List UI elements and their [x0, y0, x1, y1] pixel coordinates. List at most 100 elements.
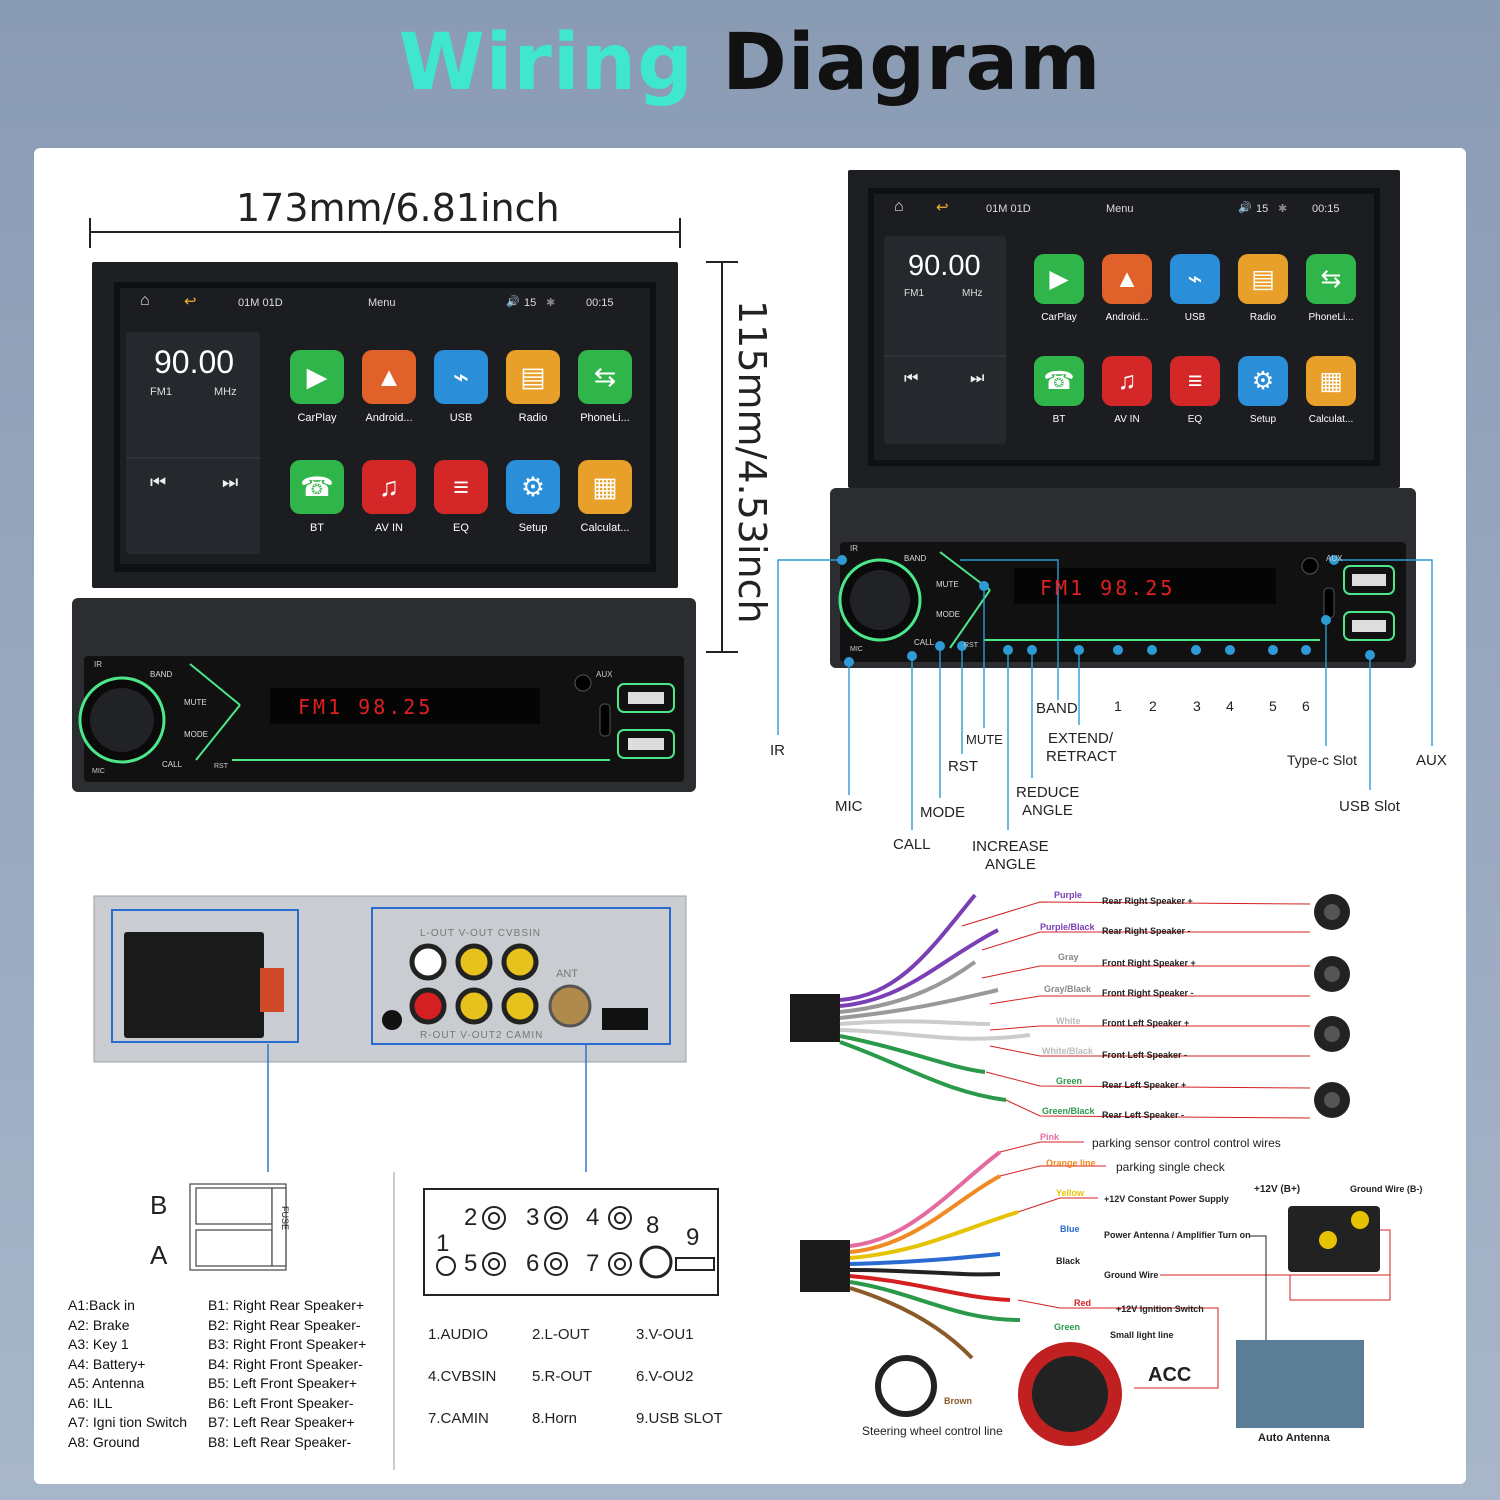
right-menu[interactable]: Menu	[1106, 203, 1134, 215]
right-mode-button[interactable]: MODE	[936, 610, 960, 619]
setup-icon: ⚙	[506, 460, 560, 514]
title-part2: Diagram	[722, 18, 1102, 108]
page-title: Wiring Diagram	[0, 18, 1500, 108]
app-label: EQ	[1187, 414, 1203, 425]
eq-icon: ≡	[434, 460, 488, 514]
right-clock: 00:15	[1312, 203, 1340, 215]
left-band-button[interactable]: BAND	[150, 670, 173, 679]
callout-preset-5: 5	[1269, 698, 1277, 714]
prev-icon[interactable]: ⏮	[904, 370, 919, 387]
app-usb-button[interactable]: ⌁USB	[1170, 254, 1220, 323]
app-av-in-button[interactable]: ♫AV IN	[362, 460, 416, 534]
app-phonelink-button[interactable]: ⇆PhoneLi...	[1306, 254, 1356, 323]
carplay-icon: ▶	[1034, 254, 1084, 304]
rear-top-labels: L-OUT V-OUT CVBSIN	[420, 928, 541, 939]
speaker-wire-color: Green/Black	[1042, 1106, 1095, 1116]
home-icon[interactable]: ⌂	[140, 292, 150, 309]
pin-a-item: A5: Antenna	[68, 1375, 145, 1391]
callout-aux: AUX	[1416, 752, 1447, 769]
callout-rst: RST	[948, 758, 978, 775]
app-setup-button[interactable]: ⚙Setup	[1238, 356, 1288, 425]
left-status-bar: ⌂ ↩ 01M 01D Menu 🔊 15 ✱ 00:15	[140, 292, 650, 312]
speaker-wire-color: Gray/Black	[1044, 984, 1092, 994]
app-android-button[interactable]: ▲Android...	[1102, 254, 1152, 323]
power-wire-color: Green	[1054, 1322, 1081, 1332]
pin-a-item: A3: Key 1	[68, 1336, 129, 1352]
right-call-button[interactable]: CALL	[914, 638, 935, 647]
app-label: CarPlay	[1041, 312, 1077, 323]
app-radio-button[interactable]: ▤Radio	[506, 350, 560, 424]
callout-usb: USB Slot	[1339, 798, 1400, 815]
app-setup-button[interactable]: ⚙Setup	[506, 460, 560, 534]
power-wire-desc: Small light line	[1110, 1330, 1174, 1340]
port-number-4: 4	[586, 1204, 600, 1231]
left-mode-button[interactable]: MODE	[184, 730, 208, 739]
left-volume: 15	[524, 297, 537, 309]
app-label: BT	[309, 522, 325, 534]
rear-panel	[93, 895, 687, 1172]
bt-icon: ☎	[290, 460, 344, 514]
back-icon[interactable]: ↩	[936, 199, 949, 216]
port-list-item: 1.AUDIO	[428, 1326, 489, 1343]
app-carplay-button[interactable]: ▶ CarPlay	[1034, 254, 1084, 323]
right-band-button[interactable]: BAND	[904, 554, 927, 563]
port-number-2: 2	[464, 1204, 478, 1231]
app-phonelink-button[interactable]: ⇆PhoneLi...	[578, 350, 632, 424]
app-calculator-button[interactable]: ▦Calculat...	[1306, 356, 1356, 425]
usb-icon: ⌁	[1170, 254, 1220, 304]
callout-ir: IR	[770, 742, 785, 759]
app-label: Setup	[1249, 414, 1277, 425]
power-wire-desc: +12V Constant Power Supply	[1104, 1194, 1229, 1204]
power-wire-color: Pink	[1040, 1132, 1060, 1142]
speaker-wire-color: White/Black	[1042, 1046, 1094, 1056]
speaker-wire-desc: Rear Left Speaker -	[1102, 1110, 1185, 1120]
app-radio-button[interactable]: ▤Radio	[1238, 254, 1288, 323]
callout-preset-3: 3	[1193, 698, 1201, 714]
rear-ant-label: ANT	[556, 968, 578, 980]
pin-a-item: A7: Igni tion Switch	[68, 1414, 188, 1430]
app-calculator-button[interactable]: ▦Calculat...	[578, 460, 632, 534]
prev-icon[interactable]: ⏮	[150, 472, 167, 492]
app-eq-button[interactable]: ≡EQ	[434, 460, 488, 534]
battery-plus-label: +12V (B+)	[1254, 1184, 1301, 1195]
app-label: AV IN	[375, 522, 403, 534]
back-icon[interactable]: ↩	[184, 293, 197, 310]
speaker-wire-desc: Front Left Speaker -	[1102, 1050, 1188, 1060]
left-menu[interactable]: Menu	[368, 297, 396, 309]
callout-extend-2: RETRACT	[1046, 748, 1117, 765]
right-volume: 15	[1256, 203, 1269, 215]
left-aux-label: AUX	[596, 670, 613, 679]
home-icon[interactable]: ⌂	[894, 198, 904, 215]
app-bt-button[interactable]: ☎BT	[1034, 356, 1084, 425]
app-label: Radio	[518, 412, 548, 424]
app-android-button[interactable]: ▲Android...	[362, 350, 416, 424]
pin-a-item: A1:Back in	[68, 1297, 135, 1313]
app-bt-button[interactable]: ☎ BT	[290, 460, 344, 534]
pin-a-item: A2: Brake	[68, 1316, 130, 1333]
left-call-button[interactable]: CALL	[162, 760, 183, 769]
left-rst-button[interactable]: RST	[214, 763, 228, 770]
next-icon[interactable]: ⏭	[970, 370, 985, 387]
app-carplay-button[interactable]: ▶CarPlay	[290, 350, 344, 424]
app-av-in-button[interactable]: ♫AV IN	[1102, 356, 1152, 425]
next-icon[interactable]: ⏭	[222, 472, 239, 492]
speaker-wire-color: Purple/Black	[1040, 922, 1095, 932]
power-wire-desc: Steering wheel control line	[862, 1424, 1003, 1438]
left-unit: MHz	[214, 386, 237, 398]
app-usb-button[interactable]: ⌁USB	[434, 350, 488, 424]
app-eq-button[interactable]: ≡EQ	[1170, 356, 1220, 425]
left-mute-button[interactable]: MUTE	[184, 698, 207, 707]
speaker-wire-desc: Rear Right Speaker +	[1102, 896, 1193, 906]
android-icon: ▲	[1102, 254, 1152, 304]
antenna-label: Auto Antenna	[1258, 1432, 1330, 1444]
right-unit	[830, 170, 1416, 668]
port-number-3: 3	[526, 1204, 540, 1231]
power-wire-desc: Power Antenna / Amplifier Turn on	[1104, 1230, 1251, 1240]
right-rst-button[interactable]: RST	[964, 642, 978, 649]
callout-typec: Type-c Slot	[1287, 752, 1358, 768]
left-frequency: 90.00	[154, 344, 235, 380]
left-clock: 00:15	[586, 297, 614, 309]
pin-a-item: A4: Battery+	[68, 1355, 146, 1372]
volume-icon: 🔊	[506, 296, 520, 308]
right-mute-button[interactable]: MUTE	[936, 580, 959, 589]
